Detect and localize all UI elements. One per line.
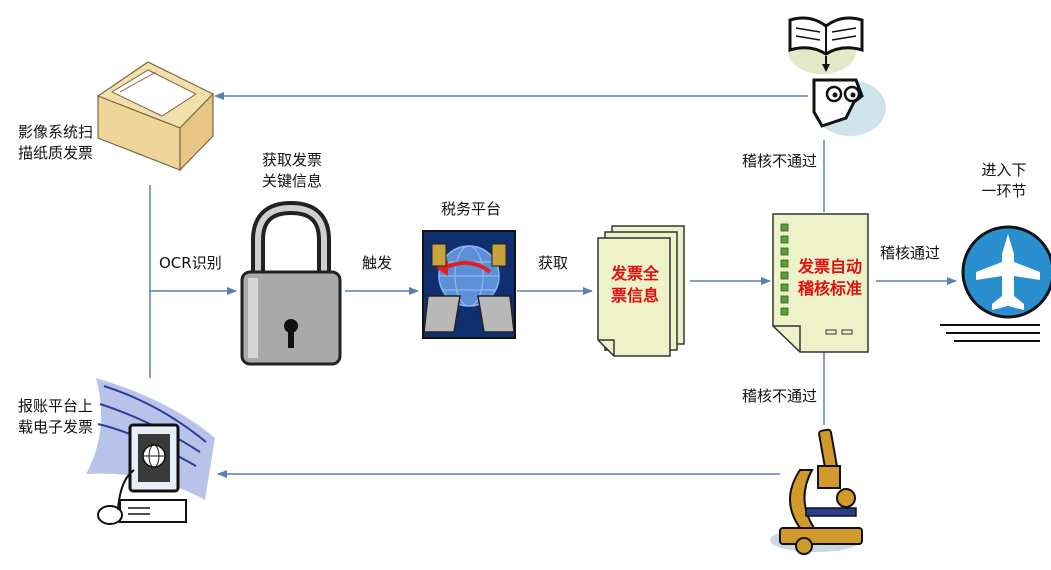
invoice-document-stack	[597, 225, 685, 357]
next-step-label-line2: 一环节	[981, 182, 1027, 200]
fail-bottom-label: 稽核不通过	[742, 387, 818, 405]
upload-label-line2: 载电子发票	[18, 418, 94, 436]
tax-platform-icon	[422, 230, 516, 339]
upload-label: 报账平台上 载电子发票	[18, 396, 93, 438]
fail-top-label: 稽核不通过	[742, 152, 818, 170]
audit-doc-text: 发票自动 稽核标准	[792, 256, 868, 300]
key-info-label-line2: 关键信息	[261, 172, 322, 190]
audit-standard-document	[772, 213, 869, 353]
microscope-icon	[770, 428, 863, 555]
scan-label-line2: 描纸质发票	[18, 144, 94, 162]
airplane-icon	[940, 225, 1051, 342]
tax-platform-label: 税务平台	[441, 200, 502, 218]
upload-label-line1: 报账平台上	[18, 397, 94, 415]
trigger-label: 触发	[362, 254, 393, 272]
full-info-doc-line2: 票信息	[610, 286, 659, 305]
scan-label: 影像系统扫 描纸质发票	[18, 122, 93, 164]
full-info-doc-text: 发票全 票信息	[600, 263, 670, 307]
scanner-icon	[96, 61, 215, 172]
key-info-label: 获取发票 关键信息	[252, 150, 332, 192]
audit-doc-line2: 稽核标准	[797, 279, 862, 298]
audit-doc-line1: 发票自动	[797, 257, 862, 276]
padlock-icon	[240, 200, 342, 366]
reading-person-icon	[788, 16, 886, 136]
key-info-label-line1: 获取发票	[261, 151, 322, 169]
checklist-icon	[780, 223, 789, 316]
pass-label: 稽核通过	[880, 244, 941, 262]
scan-label-line1: 影像系统扫	[18, 123, 94, 141]
ocr-label: OCR识别	[159, 254, 222, 272]
fetch-label: 获取	[538, 254, 569, 272]
connectors	[149, 92, 957, 478]
computer-icon	[86, 378, 215, 525]
next-step-label: 进入下 一环节	[972, 160, 1036, 202]
next-step-label-line1: 进入下	[981, 161, 1027, 179]
full-info-doc-line1: 发票全	[610, 264, 659, 283]
